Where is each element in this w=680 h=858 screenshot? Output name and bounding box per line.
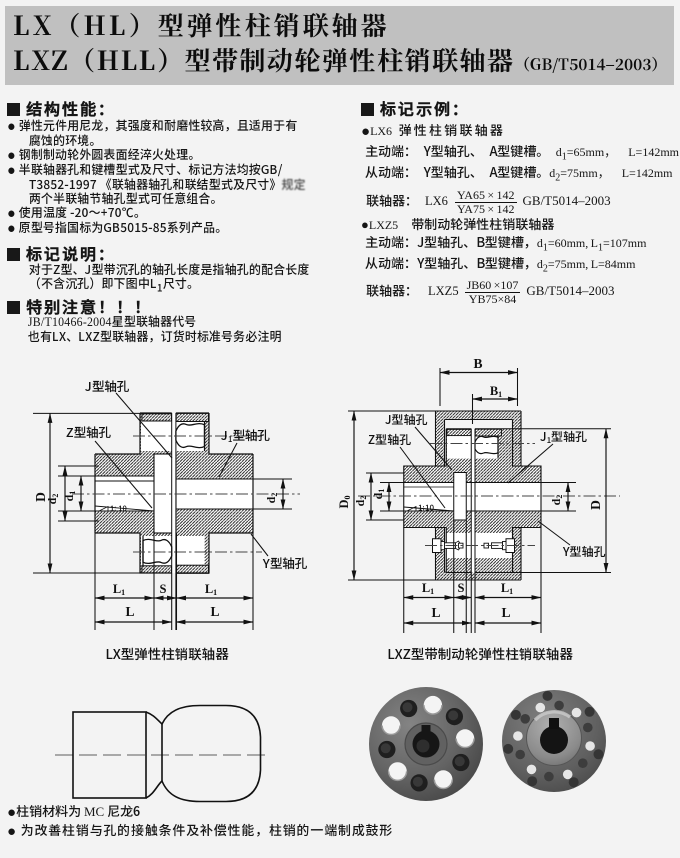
svg-text:L1: L1 (113, 582, 125, 597)
svg-text:d1: d1 (62, 491, 77, 502)
svg-text:S: S (458, 581, 465, 595)
svg-text:L: L (501, 605, 510, 620)
svg-text:D0: D0 (337, 495, 352, 508)
svg-text:LXZ型带制动轮弹性柱销联轴器: LXZ型带制动轮弹性柱销联轴器 (387, 643, 573, 663)
svg-text:Z型轴孔: Z型轴孔 (66, 422, 112, 441)
svg-text:d1: d1 (371, 489, 386, 500)
svg-text:S: S (160, 582, 167, 596)
svg-text:L: L (125, 604, 134, 619)
svg-text:L: L (431, 605, 440, 620)
svg-text:B: B (473, 356, 482, 371)
svg-text:D: D (588, 500, 603, 510)
svg-text:d2: d2 (264, 493, 279, 504)
svg-text:d2: d2 (45, 494, 60, 505)
svg-text:J1型轴孔: J1型轴孔 (221, 425, 270, 445)
svg-text:d2: d2 (549, 495, 564, 506)
svg-text:Y型轴孔: Y型轴孔 (563, 543, 607, 560)
svg-text:L: L (210, 604, 219, 619)
svg-text:B1: B1 (490, 384, 502, 399)
svg-text:LX型弹性柱销联轴器: LX型弹性柱销联轴器 (105, 643, 229, 663)
svg-text:D: D (33, 492, 48, 502)
svg-text:J型轴孔: J型轴孔 (85, 376, 130, 395)
svg-text:L1: L1 (422, 581, 434, 596)
svg-text:L1: L1 (501, 581, 513, 596)
svg-text:1: 10: 1: 10 (110, 503, 127, 514)
svg-text:1:10: 1:10 (418, 503, 435, 514)
svg-text:d2: d2 (353, 496, 368, 507)
svg-text:Z型轴孔: Z型轴孔 (368, 431, 412, 448)
svg-text:J1型轴孔: J1型轴孔 (539, 428, 588, 446)
svg-text:L1: L1 (205, 582, 217, 597)
svg-text:Y型轴孔: Y型轴孔 (262, 553, 308, 572)
svg-text:J型轴孔: J型轴孔 (384, 411, 429, 428)
